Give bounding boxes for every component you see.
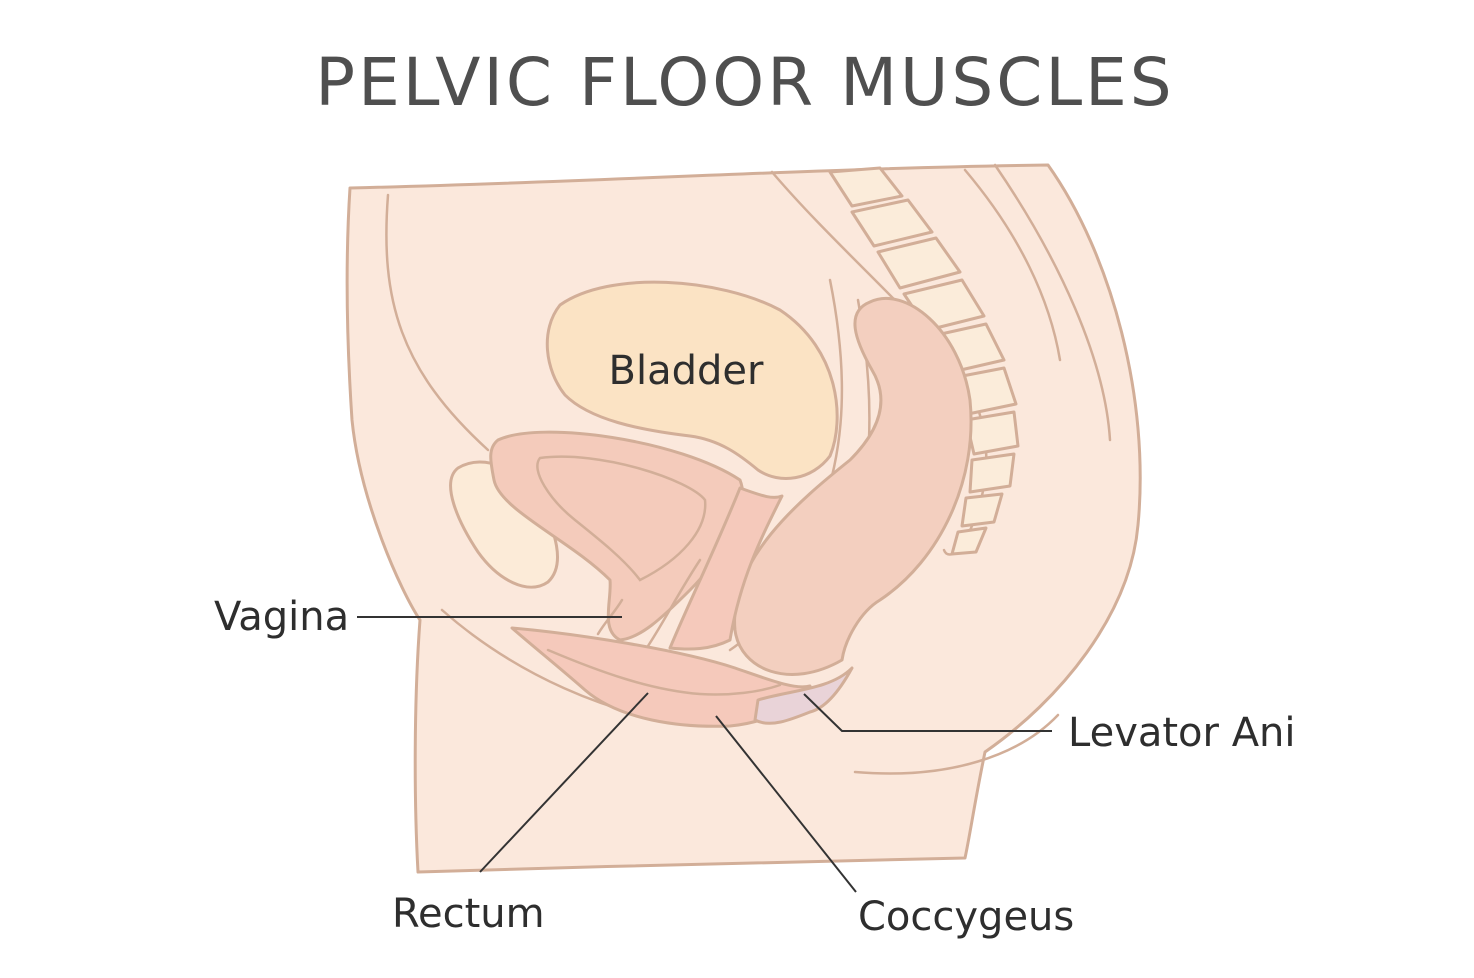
abdominal-wall-line: [385, 193, 490, 452]
back-contour-line-1: [993, 163, 1112, 442]
label-vagina: Vagina: [214, 594, 349, 640]
vertebra: [964, 410, 1020, 456]
muscle-fiber-line: [546, 648, 782, 696]
vertebra: [828, 166, 904, 208]
levator-ani-leader-line: [803, 693, 1052, 732]
urethra: [668, 486, 784, 651]
back-contour-line-2: [963, 168, 1062, 362]
vertebra: [850, 198, 934, 248]
vertebra: [950, 526, 988, 556]
vertebra: [968, 452, 1016, 494]
coccygeus-muscle: [753, 666, 854, 725]
label-levator-ani: Levator Ani: [1068, 710, 1296, 756]
label-rectum: Rectum: [392, 891, 545, 937]
buttock-contour-line: [853, 713, 1060, 775]
sacrum-coccyx: [770, 166, 1020, 556]
rectum-organ: [733, 296, 973, 676]
vaginal-canal: [646, 558, 702, 648]
rectum-leader-line: [479, 692, 649, 873]
coccygeus-leader-line: [715, 715, 857, 893]
vertebra: [876, 236, 962, 290]
uterus-cavity: [536, 455, 707, 582]
label-coccygeus: Coccygeus: [858, 894, 1074, 940]
diagram-title: PELVIC FLOOR MUSCLES: [315, 44, 1174, 121]
label-bladder: Bladder: [609, 348, 764, 394]
vertebra: [960, 492, 1004, 528]
bladder-organ: [545, 280, 839, 480]
